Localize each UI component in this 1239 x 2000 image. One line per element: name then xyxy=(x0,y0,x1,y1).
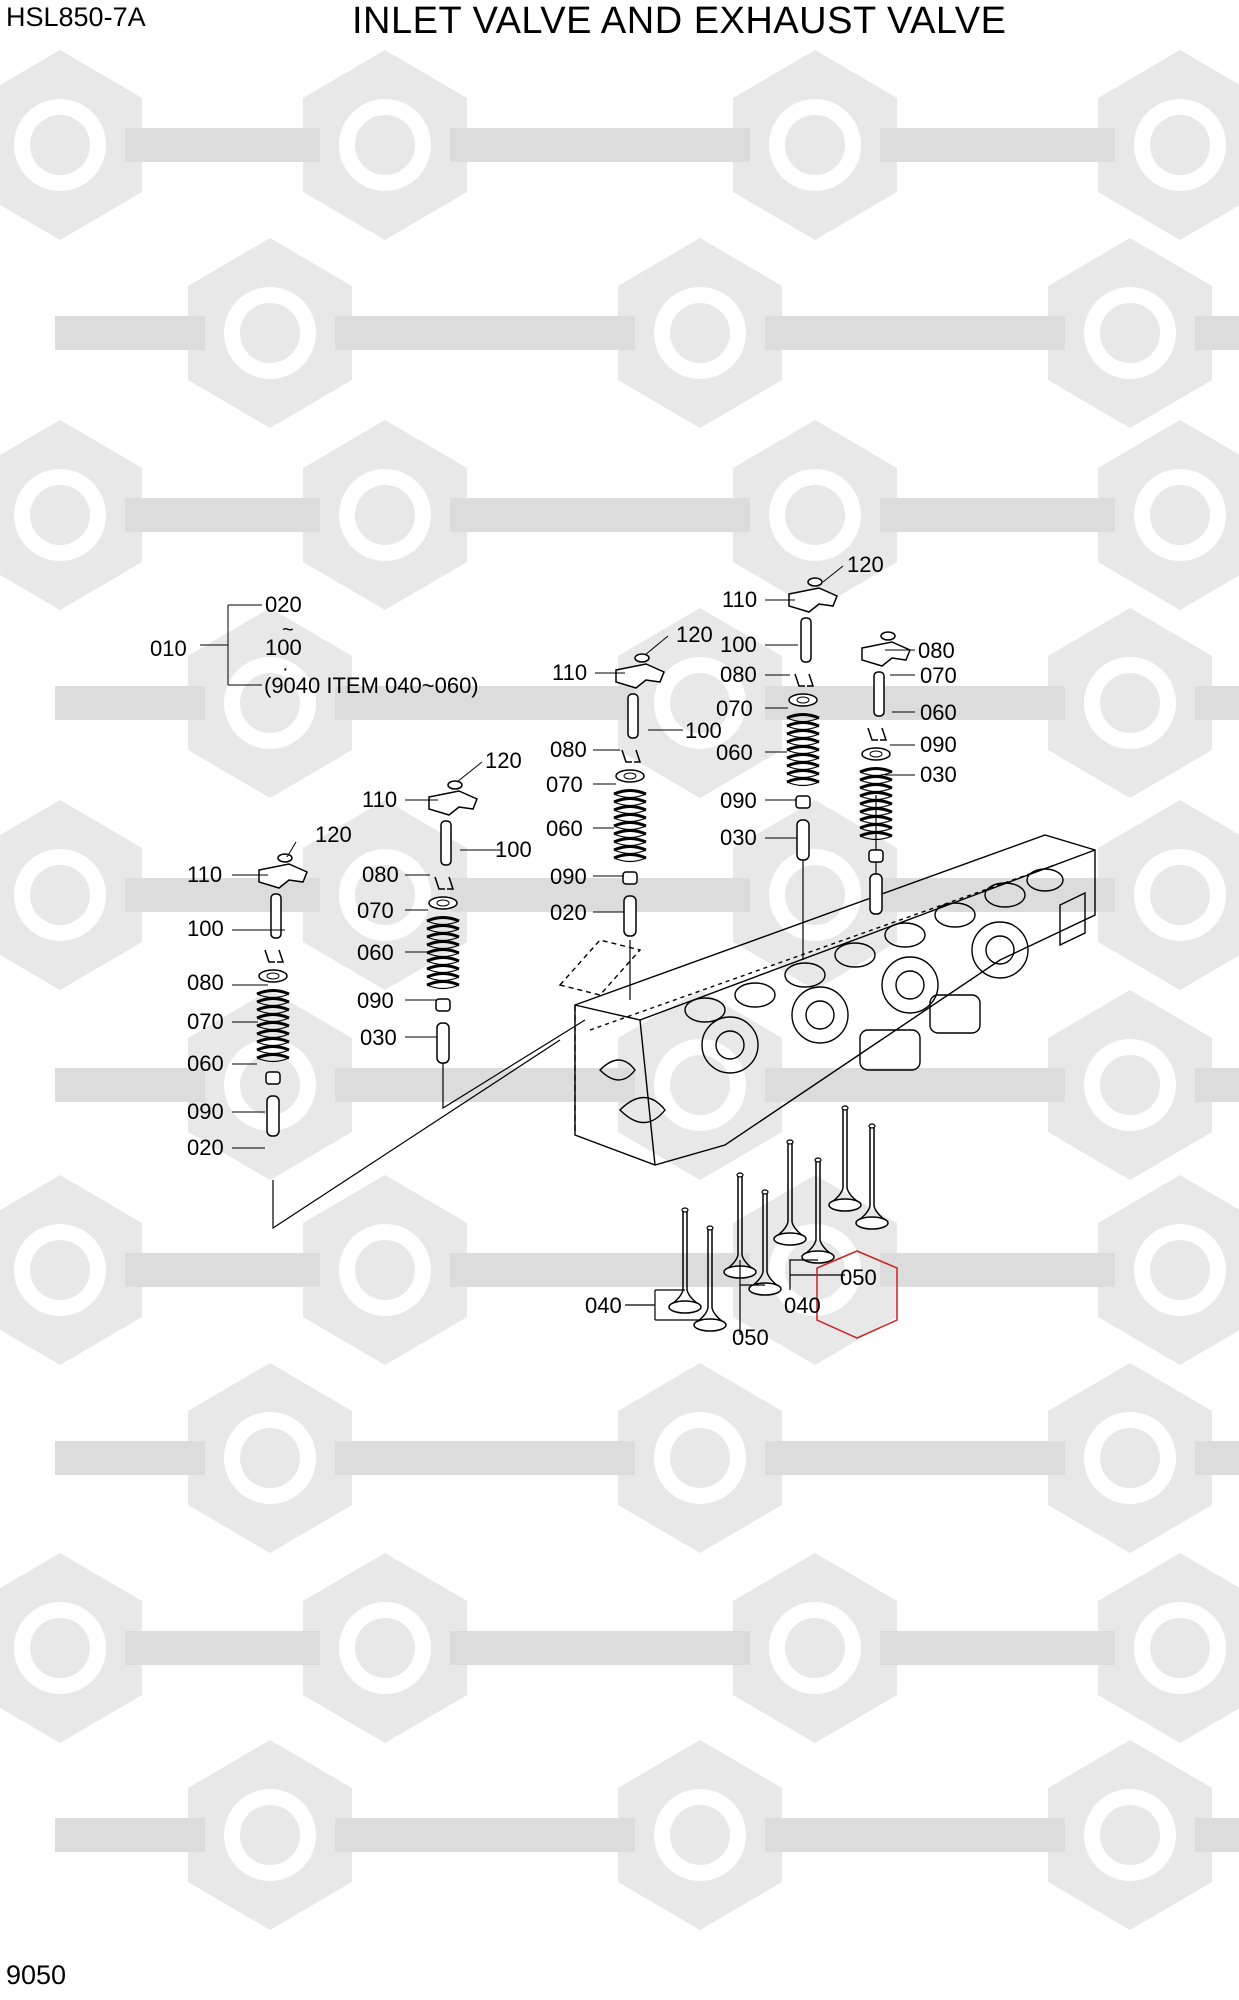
range-dot: · xyxy=(282,658,289,680)
callout-leaders xyxy=(200,565,915,1149)
callout-mid2-110: 110 xyxy=(552,660,587,685)
callout-left-080: 080 xyxy=(187,970,224,995)
callout-mid1-120: 120 xyxy=(485,748,522,773)
callout-left-120: 120 xyxy=(315,822,352,847)
callout-mid3-070: 070 xyxy=(716,696,753,721)
callout-mid2-120: 120 xyxy=(676,622,713,647)
callout-right-120: 120 xyxy=(847,552,884,577)
callout-right-080: 080 xyxy=(918,638,955,663)
model-code: HSL850-7A xyxy=(6,2,146,32)
callout-mid3-110: 110 xyxy=(722,587,757,612)
callout-right-070: 070 xyxy=(920,663,957,688)
highlight-hexagon xyxy=(816,1250,898,1339)
callout-right-030: 030 xyxy=(920,762,957,787)
callout-left-110: 110 xyxy=(187,862,222,887)
cylinder-head xyxy=(558,834,1096,1166)
callout-mid1-100: 100 xyxy=(495,837,532,862)
page-title: INLET VALVE AND EXHAUST VALVE xyxy=(352,0,1007,42)
callout-mid1-110: 110 xyxy=(362,787,397,812)
guide-leaders xyxy=(272,795,877,1230)
page-number: 9050 xyxy=(6,1960,67,1990)
range-tilde: ~ xyxy=(282,619,294,641)
callout-mid3-030: 030 xyxy=(720,825,757,850)
callout-mid3-060: 060 xyxy=(716,740,753,765)
callout-right-090: 090 xyxy=(920,732,957,757)
assembly-note: (9040 ITEM 040~060) xyxy=(264,673,479,698)
callout-mid2-080: 080 xyxy=(550,737,587,762)
callout-valve-050-b: 050 xyxy=(840,1265,877,1290)
callout-mid3-090: 090 xyxy=(720,788,757,813)
callout-mid2-060: 060 xyxy=(546,816,583,841)
callout-mid3-100: 100 xyxy=(720,632,757,657)
callout-mid2-020: 020 xyxy=(550,900,587,925)
callout-mid1-030: 030 xyxy=(360,1025,397,1050)
callout-010: 010 xyxy=(150,636,187,661)
callout-mid2-070: 070 xyxy=(546,772,583,797)
callout-mid2-090: 090 xyxy=(550,864,587,889)
callout-left-060: 060 xyxy=(187,1051,224,1076)
callout-mid1-070: 070 xyxy=(357,898,394,923)
watermark-layer xyxy=(0,50,1239,1930)
callout-mid3-080: 080 xyxy=(720,662,757,687)
callout-mid1-080: 080 xyxy=(362,862,399,887)
callout-mid2-100: 100 xyxy=(685,718,722,743)
callout-left-070: 070 xyxy=(187,1009,224,1034)
callout-left-020: 020 xyxy=(187,1135,224,1160)
callout-100-range: 100 xyxy=(265,635,302,660)
callout-labels: 010 020 ~ 100 · (9040 ITEM 040~060) 120 … xyxy=(150,552,957,1350)
callout-left-100: 100 xyxy=(187,916,224,941)
callout-020-range: 020 xyxy=(265,592,302,617)
callout-mid1-060: 060 xyxy=(357,940,394,965)
callout-mid1-090: 090 xyxy=(357,988,394,1013)
callout-left-090: 090 xyxy=(187,1099,224,1124)
callout-right-060: 060 xyxy=(920,700,957,725)
callout-valve-050-a: 050 xyxy=(732,1325,769,1350)
valve-leaders xyxy=(625,1259,845,1335)
callout-valve-040-b: 040 xyxy=(784,1293,821,1318)
callout-valve-040-a: 040 xyxy=(585,1293,622,1318)
